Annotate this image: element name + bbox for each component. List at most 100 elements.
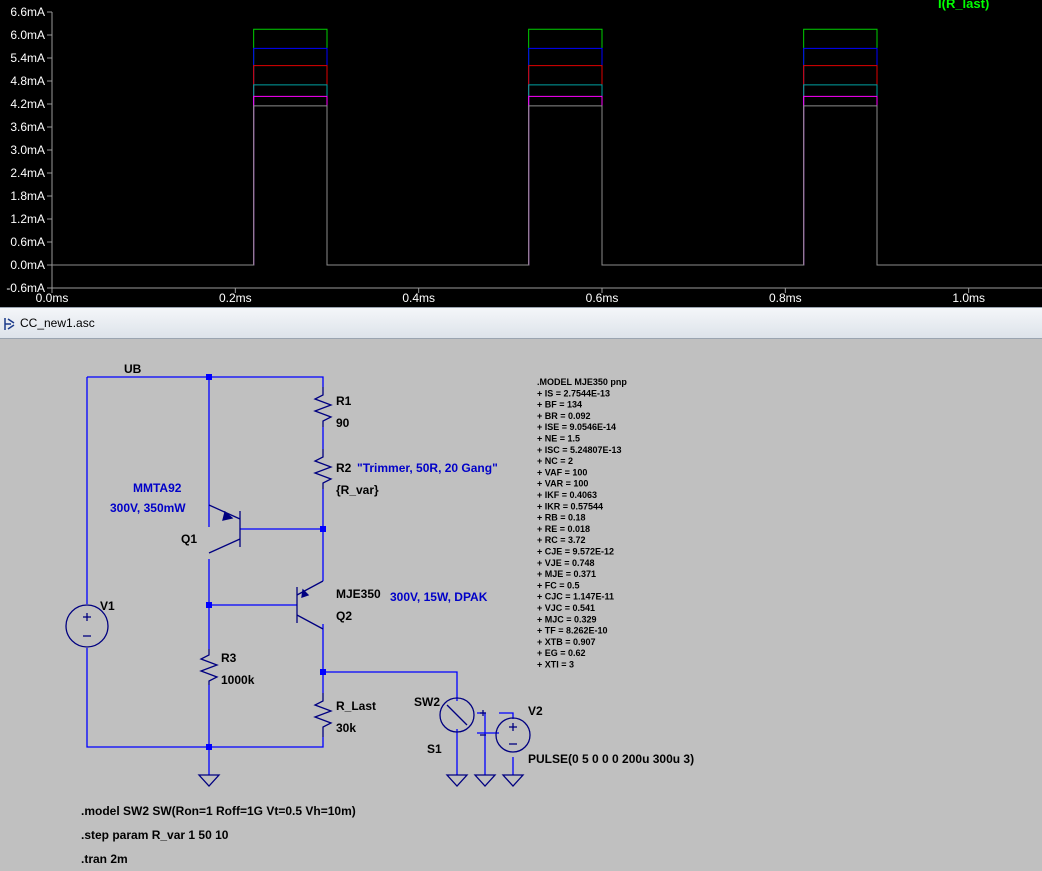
q1-name[interactable]: Q1 <box>181 532 197 546</box>
v1-name[interactable]: V1 <box>100 599 115 613</box>
model-line: + MJE = 0.371 <box>537 569 596 579</box>
model-line: + FC = 0.5 <box>537 580 580 590</box>
model-line: + MJC = 0.329 <box>537 614 597 624</box>
q1-model-comment[interactable]: MMTA92 <box>133 481 182 495</box>
model-line: + RE = 0.018 <box>537 524 590 534</box>
window-title: CC_new1.asc <box>20 316 95 330</box>
y-tick-label: 3.0mA <box>10 143 45 157</box>
directive-tran[interactable]: .tran 2m <box>81 852 128 866</box>
wires <box>86 376 514 775</box>
model-line: + BR = 0.092 <box>537 411 591 421</box>
net-label-ub[interactable]: UB <box>124 362 142 376</box>
model-line: + RC = 3.72 <box>537 535 586 545</box>
y-tick-label: 5.4mA <box>10 51 45 65</box>
model-line: + TF = 8.262E-10 <box>537 626 608 636</box>
schematic-canvas[interactable]: UB R1 90 R2 {R_var} Q1 MJE350 Q2 V1 R3 1… <box>0 339 1042 871</box>
ground-symbols <box>197 774 525 787</box>
sw2-instance[interactable]: S1 <box>427 742 442 756</box>
q2-rating-comment[interactable]: 300V, 15W, DPAK <box>390 590 488 604</box>
y-tick-label: -0.6mA <box>6 281 45 295</box>
y-tick-label: 6.0mA <box>10 28 45 42</box>
y-tick-label: 4.8mA <box>10 74 45 88</box>
resistor-r3[interactable] <box>199 649 219 685</box>
model-line: + VJC = 0.541 <box>537 603 595 613</box>
v2-value[interactable]: PULSE(0 5 0 0 0 200u 300u 3) <box>528 752 694 766</box>
y-tick-group: 6.6mA 6.0mA 5.4mA 4.8mA 4.2mA 3.6mA 3.0mA 2.4mA… <box>6 5 52 295</box>
model-line: + IKR = 0.57544 <box>537 501 603 511</box>
transistor-q1[interactable] <box>208 504 241 554</box>
r3-value[interactable]: 1000k <box>221 673 255 687</box>
x-tick-label: 0.6ms <box>586 291 619 305</box>
model-line: .MODEL MJE350 pnp <box>537 377 627 387</box>
x-tick-label: 0.4ms <box>402 291 435 305</box>
ground-icon <box>445 774 469 787</box>
switch-sw2[interactable] <box>439 697 486 736</box>
resistor-rlast[interactable] <box>313 693 333 737</box>
rlast-name[interactable]: R_Last <box>336 699 376 713</box>
model-line: + IKF = 0.4063 <box>537 490 597 500</box>
q2-name[interactable]: Q2 <box>336 609 352 623</box>
trace-series-2 <box>52 65 1042 266</box>
r3-name[interactable]: R3 <box>221 651 237 665</box>
trace-series-1 <box>52 47 1042 266</box>
waveform-plot[interactable]: 6.6mA 6.0mA 5.4mA 4.8mA 4.2mA 3.6mA 3.0mA 2.4mA… <box>0 0 1042 307</box>
model-line: + IS = 2.7544E-13 <box>537 388 610 398</box>
x-tick-label: 0.0ms <box>36 291 69 305</box>
transistor-q2[interactable] <box>296 580 324 630</box>
model-line: + VAF = 100 <box>537 467 587 477</box>
model-line: + VJE = 0.748 <box>537 558 595 568</box>
trace-group <box>52 28 1042 266</box>
model-line: + ISC = 5.24807E-13 <box>537 445 622 455</box>
voltage-source-v2[interactable] <box>495 717 531 753</box>
model-line: + CJE = 9.572E-12 <box>537 547 614 557</box>
v2-name[interactable]: V2 <box>528 704 543 718</box>
trace-series-3 <box>52 84 1042 266</box>
r2-name[interactable]: R2 <box>336 461 352 475</box>
r2-value[interactable]: {R_var} <box>336 483 379 497</box>
directive-model[interactable]: .model SW2 SW(Ron=1 Roff=1G Vt=0.5 Vh=10… <box>81 804 356 818</box>
model-line: + BF = 134 <box>537 400 582 410</box>
schematic-svg: UB R1 90 R2 {R_var} Q1 MJE350 Q2 V1 R3 1… <box>65 362 694 866</box>
schematic-icon <box>4 318 15 330</box>
trace-series-5 <box>52 105 1042 266</box>
y-tick-label: 6.6mA <box>10 5 45 19</box>
plot-svg: 6.6mA 6.0mA 5.4mA 4.8mA 4.2mA 3.6mA 3.0mA 2.4mA… <box>6 0 1042 305</box>
model-line: + NC = 2 <box>537 456 573 466</box>
x-tick-label: 0.2ms <box>219 291 252 305</box>
directive-step[interactable]: .step param R_var 1 50 10 <box>81 828 229 842</box>
trace-label[interactable]: I(R_last) <box>938 0 989 11</box>
y-tick-label: 2.4mA <box>10 166 45 180</box>
model-line: + VAR = 100 <box>537 479 588 489</box>
x-tick-label: 0.8ms <box>769 291 802 305</box>
resistor-r1[interactable] <box>313 387 333 427</box>
y-tick-label: 0.6mA <box>10 235 45 249</box>
r1-name[interactable]: R1 <box>336 394 352 408</box>
schematic-titlebar[interactable]: CC_new1.asc <box>0 307 1042 339</box>
q1-rating-comment[interactable]: 300V, 350mW <box>110 501 186 515</box>
model-line: + RB = 0.18 <box>537 513 586 523</box>
model-line: + EG = 0.62 <box>537 648 586 658</box>
y-tick-label: 1.2mA <box>10 212 45 226</box>
q2-model[interactable]: MJE350 <box>336 587 381 601</box>
model-line: + CJC = 1.147E-11 <box>537 592 614 602</box>
trace-series-0 <box>52 28 1042 266</box>
resistor-r2[interactable] <box>313 449 333 489</box>
ground-icon <box>473 774 497 787</box>
rlast-value[interactable]: 30k <box>336 721 356 735</box>
model-definition[interactable]: .MODEL MJE350 pnp+ IS = 2.7544E-13 + BF =… <box>537 377 627 670</box>
r2-comment[interactable]: "Trimmer, 50R, 20 Gang" <box>357 461 498 475</box>
x-tick-group: 0.0ms 0.2ms 0.4ms 0.6ms 0.8ms 1.0ms <box>36 288 985 305</box>
sw2-name[interactable]: SW2 <box>414 695 440 709</box>
x-tick-label: 1.0ms <box>952 291 985 305</box>
model-line: + ISE = 9.0546E-14 <box>537 422 616 432</box>
ground-icon <box>197 774 221 787</box>
voltage-source-v1[interactable] <box>65 604 109 648</box>
y-tick-label: 3.6mA <box>10 120 45 134</box>
trace-series-4 <box>52 95 1042 266</box>
junctions <box>206 374 326 750</box>
y-tick-label: 4.2mA <box>10 97 45 111</box>
r1-value[interactable]: 90 <box>336 416 350 430</box>
model-line: + XTI = 3 <box>537 660 574 670</box>
model-line: + XTB = 0.907 <box>537 637 596 647</box>
ground-icon <box>501 774 525 787</box>
